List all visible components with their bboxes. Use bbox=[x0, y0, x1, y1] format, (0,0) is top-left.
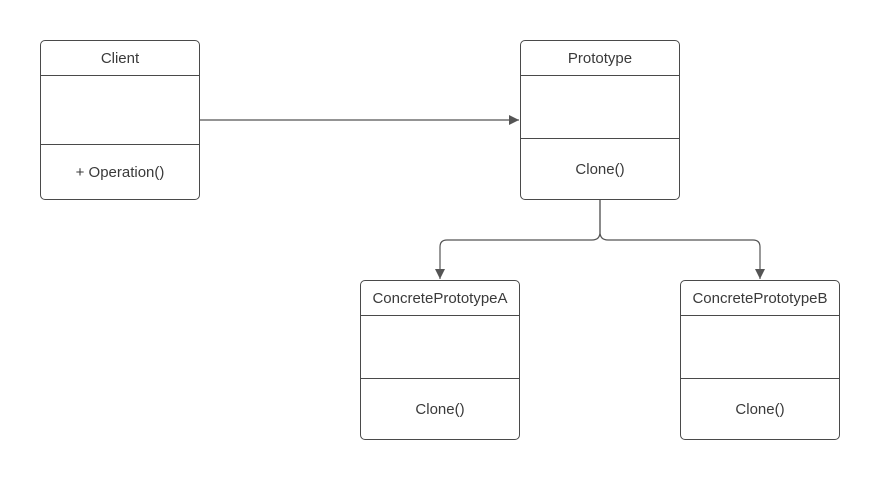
class-client-operations: + Operation() bbox=[41, 145, 199, 199]
class-concrete-prototype-a-name: ConcretePrototypeA bbox=[361, 281, 519, 316]
class-concrete-prototype-b-attributes bbox=[681, 316, 839, 379]
class-concrete-prototype-b-operation: Clone() bbox=[735, 400, 785, 418]
class-prototype-attributes bbox=[521, 76, 679, 139]
class-client-operation: + Operation() bbox=[75, 163, 165, 181]
class-client[interactable]: Client + Operation() bbox=[40, 40, 200, 200]
class-concrete-prototype-b-operations: Clone() bbox=[681, 379, 839, 439]
class-concrete-prototype-a-operation: Clone() bbox=[415, 400, 465, 418]
class-prototype[interactable]: Prototype Clone() bbox=[520, 40, 680, 200]
class-concrete-prototype-a-attributes bbox=[361, 316, 519, 379]
class-client-name: Client bbox=[41, 41, 199, 76]
class-concrete-prototype-b[interactable]: ConcretePrototypeB Clone() bbox=[680, 280, 840, 440]
class-prototype-name: Prototype bbox=[521, 41, 679, 76]
inheritance-connector-prototype-to-b bbox=[599, 200, 765, 279]
class-concrete-prototype-a[interactable]: ConcretePrototypeA Clone() bbox=[360, 280, 520, 440]
class-prototype-operations: Clone() bbox=[521, 139, 679, 199]
class-prototype-operation: Clone() bbox=[575, 160, 625, 178]
inheritance-connector-prototype-to-a bbox=[435, 200, 601, 279]
class-concrete-prototype-b-name: ConcretePrototypeB bbox=[681, 281, 839, 316]
class-client-attributes bbox=[41, 76, 199, 145]
class-concrete-prototype-a-operations: Clone() bbox=[361, 379, 519, 439]
